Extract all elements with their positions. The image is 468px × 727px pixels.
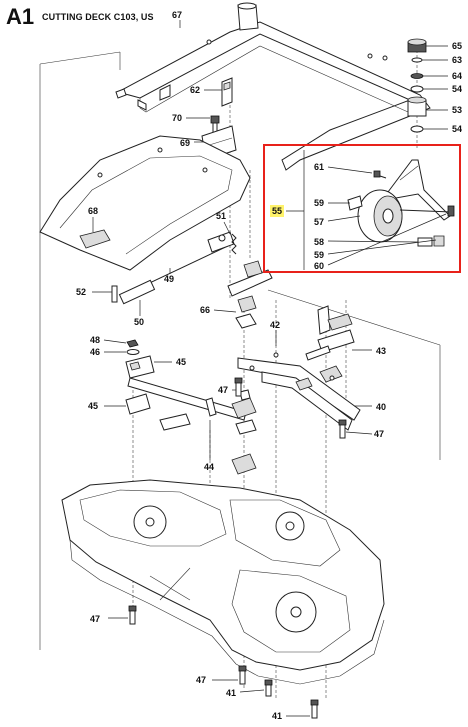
deck-shell (61, 479, 385, 685)
part-45-bracket-upper (125, 355, 155, 379)
callout-59-upper: 59 (314, 198, 324, 208)
callout-44: 44 (204, 462, 214, 472)
part-62-bracket (221, 77, 233, 107)
callout-55-highlight (270, 205, 284, 217)
callout-64: 64 (452, 71, 462, 81)
callout-65: 65 (452, 41, 462, 51)
callout-60: 60 (314, 261, 324, 271)
part-65-cap (407, 38, 427, 53)
part-40-lift-beam (237, 352, 361, 431)
part-64-washer (410, 73, 424, 79)
bolts-47-41 (128, 377, 347, 719)
part-pivot-brackets-mid (231, 365, 257, 475)
part-51-spring (231, 233, 237, 255)
part-43-lift-arm (305, 305, 355, 361)
wheel-assembly-highlight-box (263, 144, 461, 273)
callout-69: 69 (180, 138, 190, 148)
callout-54-bottom: 54 (452, 124, 462, 134)
callout-47-bottom: 47 (196, 675, 206, 685)
callout-48: 48 (90, 335, 100, 345)
callout-55: 55 (272, 206, 282, 216)
callout-45-upper: 45 (176, 357, 186, 367)
part-54-bushing-bottom (410, 125, 424, 133)
callout-47-left: 47 (90, 614, 100, 624)
callout-54-top: 54 (452, 84, 462, 94)
callout-66: 66 (200, 305, 210, 315)
part-53-spacer (407, 96, 427, 117)
diagram-title: CUTTING DECK C103, US (42, 12, 154, 22)
callout-68: 68 (88, 206, 98, 216)
part-46-washer (126, 349, 140, 355)
callout-47-mid: 47 (218, 385, 228, 395)
callout-46: 46 (90, 347, 100, 357)
callout-59-lower: 59 (314, 250, 324, 260)
callout-49: 49 (164, 274, 174, 284)
callout-70: 70 (172, 113, 182, 123)
part-54-bushing-top (410, 85, 424, 93)
diagram-code: A1 (6, 4, 35, 29)
callout-51: 51 (216, 211, 226, 221)
callout-numbers: 67 62 70 69 68 51 52 49 50 66 42 43 48 4… (76, 10, 462, 721)
callout-50: 50 (134, 317, 144, 327)
callout-58: 58 (314, 237, 324, 247)
part-48-nut (126, 339, 139, 348)
callout-40: 40 (376, 402, 386, 412)
callout-47-right: 47 (374, 429, 384, 439)
part-63-washer (411, 57, 423, 63)
callout-41-b: 41 (272, 711, 282, 721)
callout-61: 61 (314, 162, 324, 172)
part-pivot-bracket-left (227, 260, 273, 329)
callout-43: 43 (376, 346, 386, 356)
callout-41-a: 41 (226, 688, 236, 698)
callout-63: 63 (452, 55, 462, 65)
part-44-hanger-rod (127, 377, 247, 431)
callout-67: 67 (172, 10, 182, 20)
part-67-front-bracket (115, 2, 431, 171)
part-45-bracket-lower (125, 393, 151, 415)
callout-57: 57 (314, 217, 324, 227)
callout-leaders (92, 20, 448, 717)
part-52-pin (111, 285, 118, 303)
callout-52: 52 (76, 287, 86, 297)
callout-53: 53 (452, 105, 462, 115)
part-49-link-rod (118, 231, 235, 305)
callout-45-lower: 45 (88, 401, 98, 411)
callout-42: 42 (270, 320, 280, 330)
callout-62: 62 (190, 85, 200, 95)
part-68-deck-cover (39, 135, 251, 271)
